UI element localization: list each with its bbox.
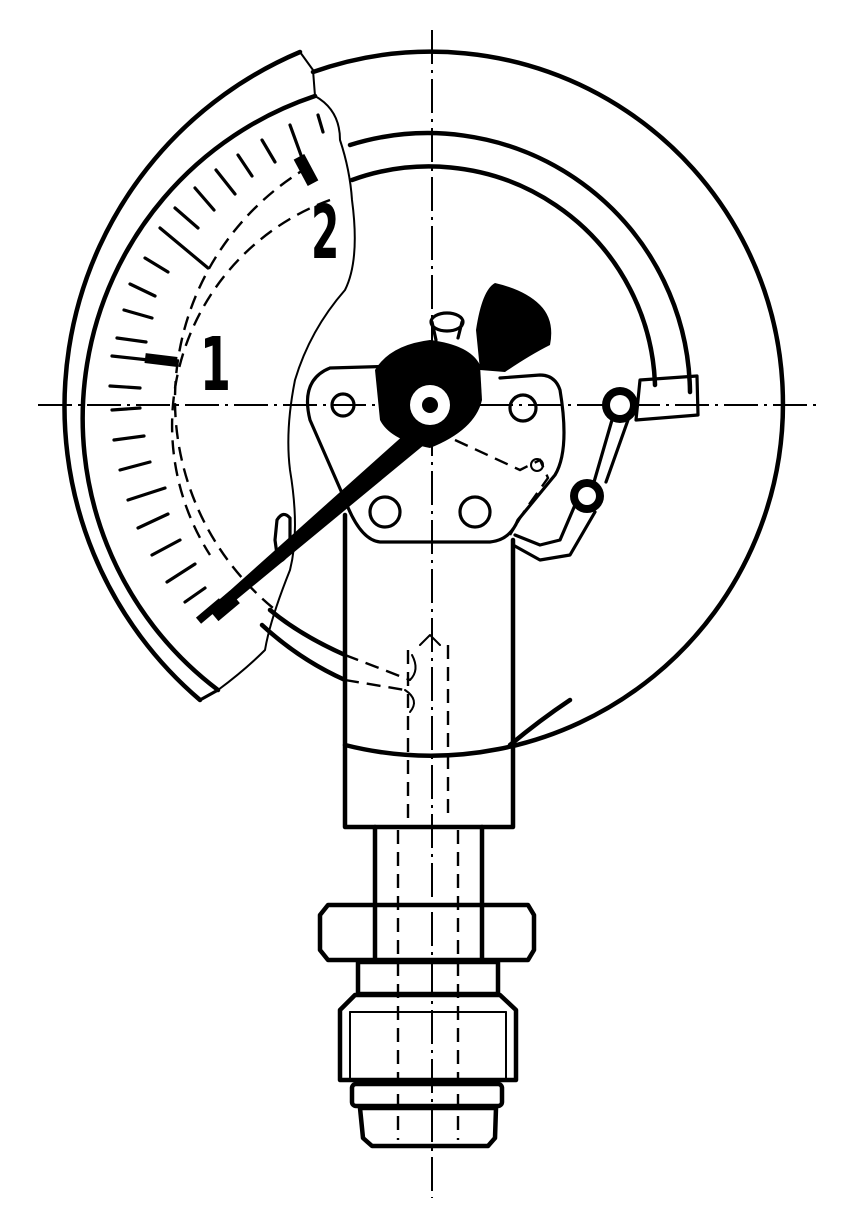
plate-hole-right: [508, 393, 538, 423]
plate-hole-bottom-right: [458, 495, 492, 529]
centerlines: [38, 30, 820, 1198]
pinion-hub: [375, 283, 552, 448]
scale-label-2: 2: [311, 190, 340, 276]
plate-hole-bottom-left: [368, 495, 402, 529]
threaded-connector: [337, 959, 519, 1149]
link-rod: [511, 387, 638, 562]
scale-ticks: [108, 113, 325, 604]
socket-neck: [372, 824, 485, 1140]
major-tick-1: [144, 353, 178, 367]
scale-label-1: 1: [200, 322, 231, 408]
dial-ring: [80, 93, 356, 693]
socket-body: [342, 512, 516, 830]
gauge-case: [62, 49, 786, 758]
bourdon-tube: [259, 130, 700, 748]
major-tick-2: [293, 153, 319, 187]
hex-nut: [317, 902, 537, 963]
pointer: [195, 425, 430, 624]
